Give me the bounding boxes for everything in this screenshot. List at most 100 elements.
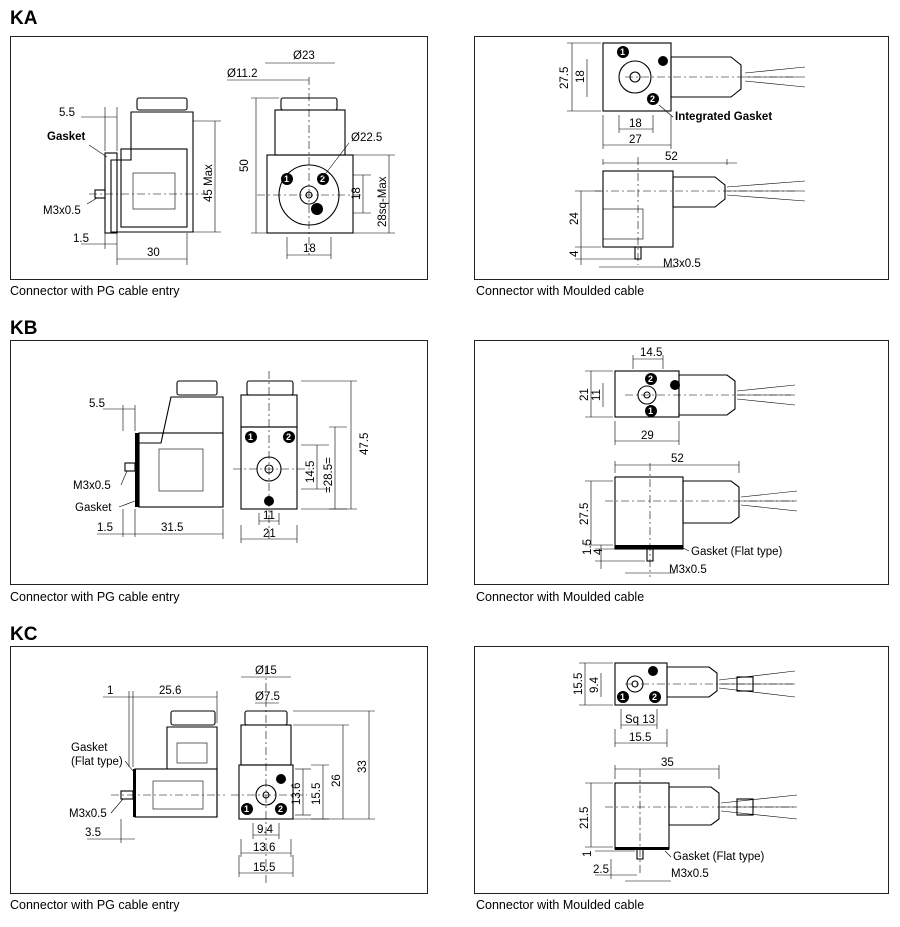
kc-m-dim-15-5-h: 15.5 xyxy=(573,673,585,695)
svg-text:2: 2 xyxy=(652,692,657,702)
kb-moulded-panel: 2 1 14.5 21 11 29 52 xyxy=(474,340,889,585)
ka-dim-5-5: 5.5 xyxy=(59,107,75,119)
kc-gasket-2: (Flat type) xyxy=(71,756,123,768)
kb-dim-47-5: 47.5 xyxy=(359,433,371,455)
kc-m-dim-9-4: 9.4 xyxy=(589,676,601,693)
ka-dim-50: 50 xyxy=(239,159,251,172)
svg-text:1: 1 xyxy=(284,174,289,184)
kc-moulded-drawing: 1 2 15.5 9.4 Sq 13 15.5 3 xyxy=(573,662,798,882)
svg-text:1: 1 xyxy=(620,692,625,702)
kc-dim-3-5: 3.5 xyxy=(85,827,101,839)
kb-m-dim-27-5: 27.5 xyxy=(579,503,591,525)
section-title-kb: KB xyxy=(10,318,38,339)
kb-dim-14-5: 14.5 xyxy=(305,461,317,483)
kc-dim-1: 1 xyxy=(107,685,113,697)
kb-m-dim-52: 52 xyxy=(671,453,684,465)
ka-m-dim-24: 24 xyxy=(569,212,581,225)
ka-m-m3: M3x0.5 xyxy=(663,258,701,270)
svg-text:2: 2 xyxy=(320,174,325,184)
ka-dim-1-5: 1.5 xyxy=(73,233,89,245)
ka-dim-45max: 45 Max xyxy=(203,164,215,202)
kc-m-dim-15-5-w: 15.5 xyxy=(629,732,651,744)
section-title-ka: KA xyxy=(10,8,38,29)
ka-dia22-5: Ø22.5 xyxy=(351,132,382,144)
ka-gasket-label: Gasket xyxy=(47,131,86,143)
kc-m3: M3x0.5 xyxy=(69,808,107,820)
kc-dia15: Ø15 xyxy=(255,665,277,677)
kb-dim-1-5: 1.5 xyxy=(97,522,113,534)
kc-dim-26: 26 xyxy=(331,774,343,787)
ka-moulded-panel: 1 2 27.5 18 18 27 Integrated Gasket xyxy=(474,36,889,280)
ka-left-caption: Connector with PG cable entry xyxy=(10,284,180,298)
kc-gasket-1: Gasket xyxy=(71,742,108,754)
kc-m-dim-2-5: 2.5 xyxy=(593,864,609,876)
ka-dim-30: 30 xyxy=(147,247,160,259)
ka-dia11-2: Ø11.2 xyxy=(227,68,257,80)
svg-text:1: 1 xyxy=(648,406,653,416)
ka-moulded-drawing: 1 2 27.5 18 18 27 Integrated Gasket xyxy=(559,42,806,270)
kc-m-gasket: Gasket (Flat type) xyxy=(673,851,765,863)
ka-m-dim-18-h: 18 xyxy=(575,70,587,83)
svg-text:2: 2 xyxy=(286,432,291,442)
kc-pg-drawing: 1 25.6 Gasket (Flat type) M3x0.5 3.5 1 2… xyxy=(69,665,375,883)
kb-dim-31-5: 31.5 xyxy=(161,522,183,534)
kb-m3: M3x0.5 xyxy=(73,480,111,492)
kc-m-dim-35: 35 xyxy=(661,757,674,769)
kc-dim-15-5-w: 15.5 xyxy=(253,862,275,874)
kc-m-dim-1: 1 xyxy=(582,851,594,857)
ka-m-dim-52: 52 xyxy=(665,151,678,163)
ka-m-gasket: Integrated Gasket xyxy=(675,111,772,123)
kb-m-dim-14-5: 14.5 xyxy=(640,347,662,359)
kb-right-caption: Connector with Moulded cable xyxy=(476,590,645,604)
kb-m-dim-21: 21 xyxy=(579,388,591,401)
kb-pg-panel: 5.5 M3x0.5 Gasket 1.5 31.5 1 2 14.5 =28.… xyxy=(10,340,428,585)
kc-m-sq13: Sq 13 xyxy=(625,714,655,726)
ka-right-caption: Connector with Moulded cable xyxy=(476,284,645,298)
svg-text:1: 1 xyxy=(248,432,253,442)
ka-m-dim-27: 27 xyxy=(629,134,642,146)
kc-left-caption: Connector with PG cable entry xyxy=(10,898,180,912)
kb-m-gasket: Gasket (Flat type) xyxy=(691,546,783,558)
kc-dim-15-5-h: 15.5 xyxy=(311,783,323,805)
kb-left-caption: Connector with PG cable entry xyxy=(10,590,180,604)
kc-pg-panel: 1 25.6 Gasket (Flat type) M3x0.5 3.5 1 2… xyxy=(10,646,428,894)
kb-m-m3: M3x0.5 xyxy=(669,564,707,576)
kb-dim-11: 11 xyxy=(263,510,275,522)
kb-dim-5-5: 5.5 xyxy=(89,398,105,410)
kb-m-dim-11: 11 xyxy=(591,389,603,401)
svg-text:1: 1 xyxy=(244,804,249,814)
kb-pg-drawing: 5.5 M3x0.5 Gasket 1.5 31.5 1 2 14.5 =28.… xyxy=(73,371,371,543)
kb-m-dim-1-5: 1.5 xyxy=(582,539,594,555)
kb-gasket: Gasket xyxy=(75,502,112,514)
ka-dim-18-h: 18 xyxy=(351,187,363,200)
kc-dim-25-6: 25.6 xyxy=(159,685,181,697)
kc-dim-9-4: 9.4 xyxy=(257,824,274,836)
kc-dim-33: 33 xyxy=(357,760,369,773)
kb-moulded-drawing: 2 1 14.5 21 11 29 52 xyxy=(579,347,798,577)
kb-dim-28-5: =28.5= xyxy=(323,457,335,493)
ka-pg-panel: 5.5 Gasket M3x0.5 1.5 30 45 Max 1 2 Ø23 … xyxy=(10,36,428,280)
svg-text:2: 2 xyxy=(650,94,655,104)
kc-moulded-panel: 1 2 15.5 9.4 Sq 13 15.5 3 xyxy=(474,646,889,894)
svg-text:2: 2 xyxy=(278,804,283,814)
ka-dim-18-w: 18 xyxy=(303,243,316,255)
ka-pg-drawing: 5.5 Gasket M3x0.5 1.5 30 45 Max 1 2 Ø23 … xyxy=(43,50,395,265)
kc-m-dim-21-5: 21.5 xyxy=(579,807,591,829)
kc-dia7-5: Ø7.5 xyxy=(255,691,280,703)
svg-text:1: 1 xyxy=(620,47,625,57)
kb-m-dim-4: 4 xyxy=(593,548,605,555)
kc-dim-13-6: 13.6 xyxy=(291,783,303,805)
section-title-kc: KC xyxy=(10,624,38,645)
kc-m-m3: M3x0.5 xyxy=(671,868,709,880)
svg-text:2: 2 xyxy=(648,374,653,384)
ka-m-dim-18-w: 18 xyxy=(629,118,642,130)
kc-right-caption: Connector with Moulded cable xyxy=(476,898,645,912)
ka-m-dim-27-5: 27.5 xyxy=(559,67,571,89)
ka-dia23: Ø23 xyxy=(293,50,315,62)
ka-m-dim-4: 4 xyxy=(569,250,581,257)
ka-m3-label: M3x0.5 xyxy=(43,205,81,217)
ka-dim-28sq: 28sq-Max xyxy=(377,176,389,227)
kb-m-dim-29: 29 xyxy=(641,430,654,442)
kc-dim-13-6-w: 13.6 xyxy=(253,842,275,854)
kb-dim-21: 21 xyxy=(263,528,276,540)
